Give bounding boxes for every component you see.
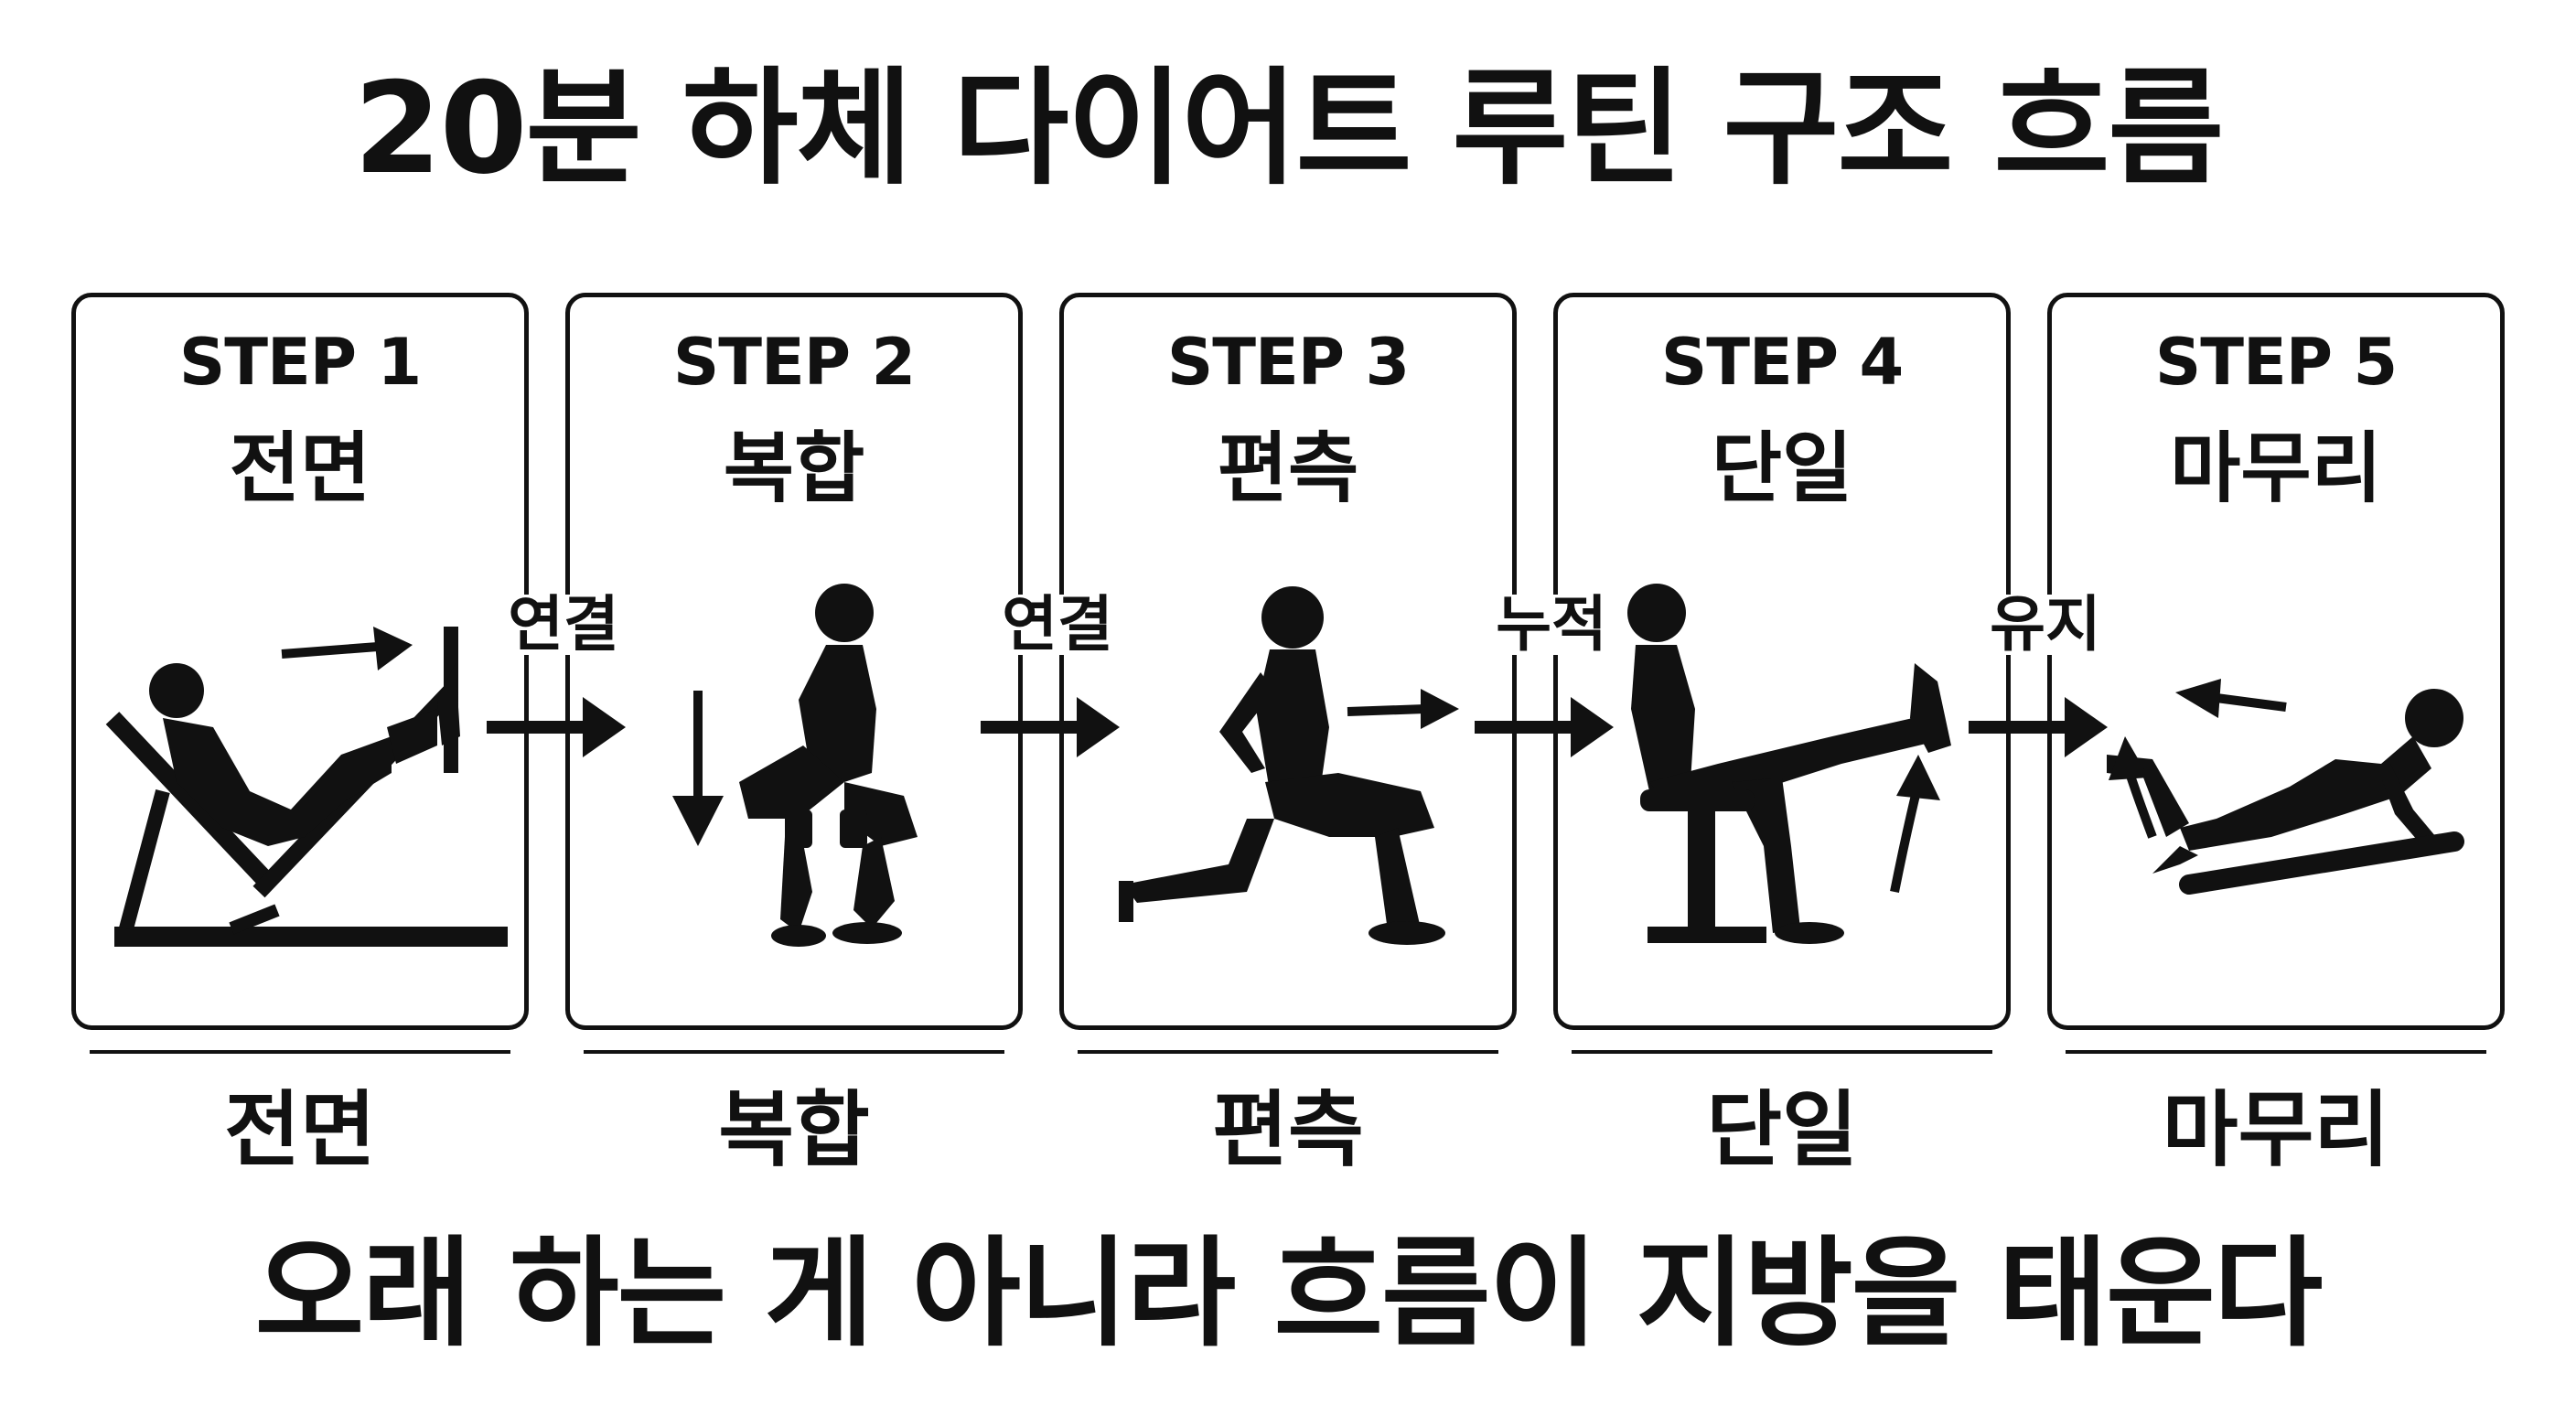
step-name: 편측 [1217, 424, 1359, 513]
step-name: 단일 [1711, 424, 1853, 513]
caption-divider [1078, 1050, 1498, 1054]
caption-divider [584, 1050, 1004, 1054]
footer-slogan: 오래 하는 게 아니라 흐름이 지방을 태운다 [254, 1224, 2324, 1363]
connector-label-1: 연결 [490, 595, 637, 655]
right-arrow-icon [1969, 697, 2108, 757]
step-card-3: STEP 3 편측 [1059, 293, 1517, 1030]
caption-divider [90, 1050, 510, 1054]
step-name: 전면 [229, 424, 371, 513]
right-arrow-icon [1475, 697, 1614, 757]
step-card-4: STEP 4 단일 [1553, 293, 2011, 1030]
step-card-5: STEP 5 마무리 [2047, 293, 2505, 1030]
step-caption-1: 전면 [224, 1082, 376, 1178]
step-number: STEP 2 [672, 325, 916, 400]
step-caption-5: 마무리 [2162, 1082, 2390, 1178]
step-name: 복합 [723, 424, 865, 513]
right-arrow-icon [981, 697, 1120, 757]
step-number: STEP 1 [178, 325, 422, 400]
step-number: STEP 3 [1166, 325, 1410, 400]
caption-divider [1572, 1050, 1992, 1054]
leg-press-figure-icon [105, 627, 508, 947]
step-name: 마무리 [2170, 424, 2382, 513]
leg-extension-figure-icon [1627, 584, 1951, 944]
step-card-2: STEP 2 복합 [565, 293, 1023, 1030]
connector-label-2: 연결 [984, 595, 1131, 655]
step-card-1: STEP 1 전면 [71, 293, 529, 1030]
lunge-figure-icon [1119, 586, 1459, 945]
step-caption-4: 단일 [1706, 1082, 1858, 1178]
connector-label-3: 누적 [1478, 595, 1625, 655]
step-caption-3: 편측 [1212, 1082, 1364, 1178]
step-number: STEP 5 [2154, 325, 2398, 400]
page-title: 20분 하체 다이어트 루틴 구조 흐름 [353, 55, 2225, 202]
glute-kickback-figure-icon [2107, 679, 2464, 895]
squat-figure-icon [672, 584, 918, 947]
connector-label-4: 유지 [1972, 595, 2119, 655]
right-arrow-icon [487, 697, 626, 757]
step-caption-2: 복합 [718, 1082, 870, 1178]
step-number: STEP 4 [1660, 325, 1904, 400]
caption-divider [2066, 1050, 2486, 1054]
